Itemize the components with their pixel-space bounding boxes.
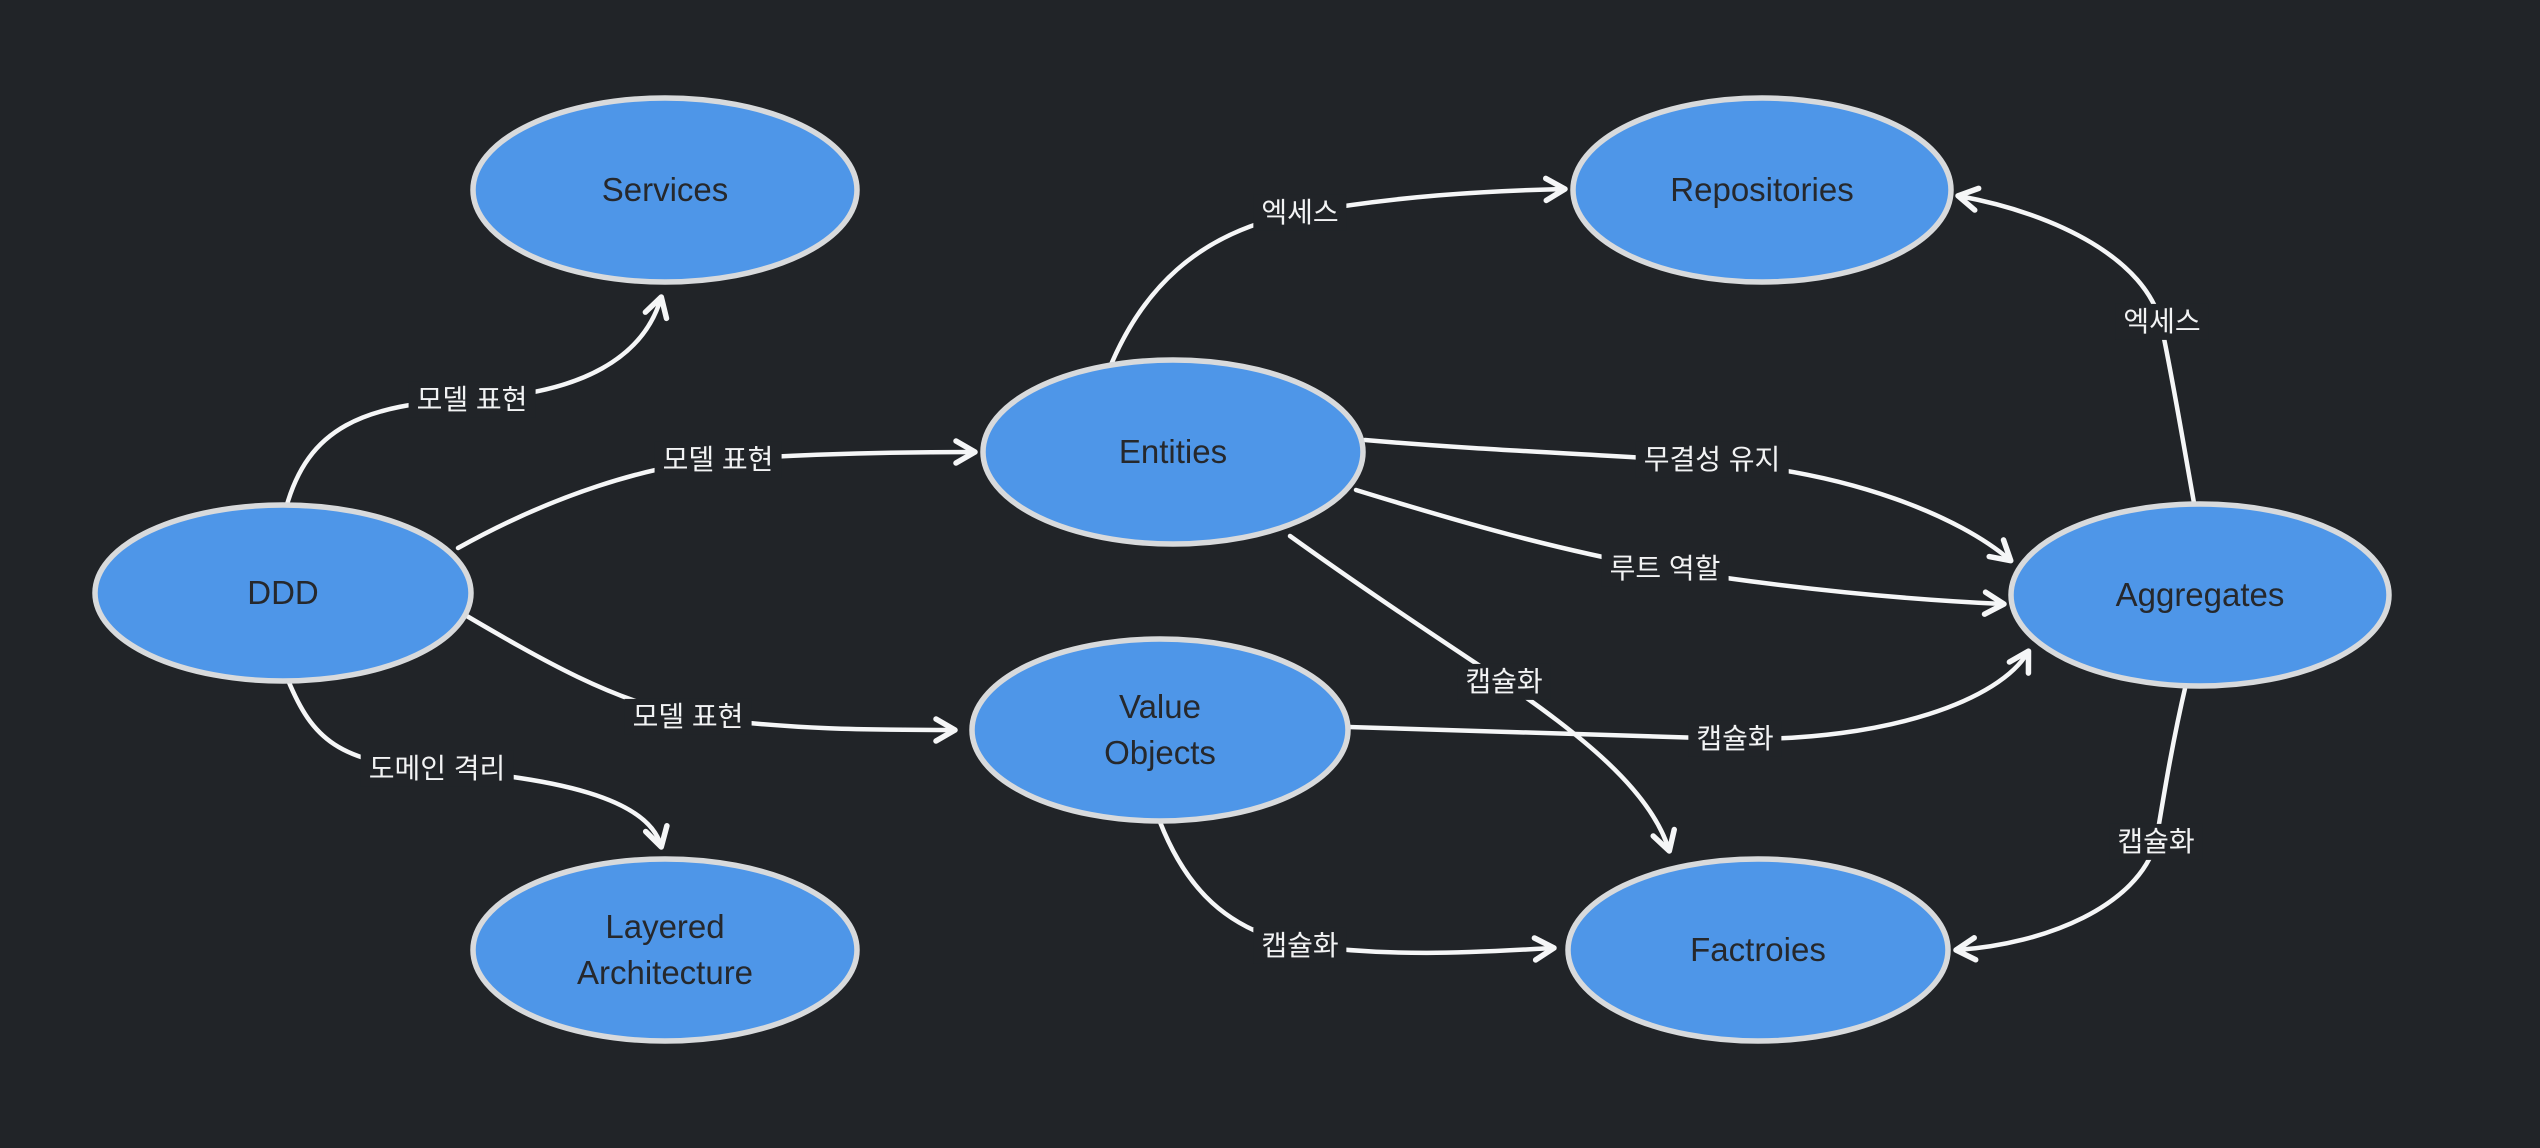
edge-ddd-to-entities[interactable] [455, 438, 978, 551]
edge-value-objects-to-factroies[interactable] [1157, 819, 1557, 963]
edge-ddd-to-value-objects[interactable] [457, 609, 958, 744]
edge-aggregates-to-repositories[interactable] [1955, 185, 2197, 506]
edge-entities-to-factroies[interactable] [1287, 533, 1677, 854]
node-value-objects[interactable] [969, 636, 1351, 824]
edge-entities-to-aggregates[interactable] [1353, 487, 2007, 617]
node-factroies[interactable] [1565, 856, 1951, 1044]
edge-ddd-to-services[interactable] [283, 294, 670, 511]
edge-entities-to-repositories[interactable] [1105, 175, 1568, 375]
node-layered[interactable] [470, 856, 860, 1044]
node-repositories[interactable] [1570, 95, 1954, 285]
edge-value-objects-to-aggregates[interactable] [1347, 648, 2032, 742]
edge-entities-to-aggregates[interactable] [1362, 437, 2014, 564]
node-ddd[interactable] [92, 502, 474, 684]
node-aggregates[interactable] [2008, 501, 2392, 689]
node-services[interactable] [470, 95, 860, 285]
edge-aggregates-to-factroies[interactable] [1953, 681, 2189, 963]
nodes-group [92, 95, 2392, 1044]
edge-ddd-to-layered[interactable] [285, 677, 670, 850]
edges-group [283, 175, 2197, 963]
node-entities[interactable] [980, 357, 1366, 547]
